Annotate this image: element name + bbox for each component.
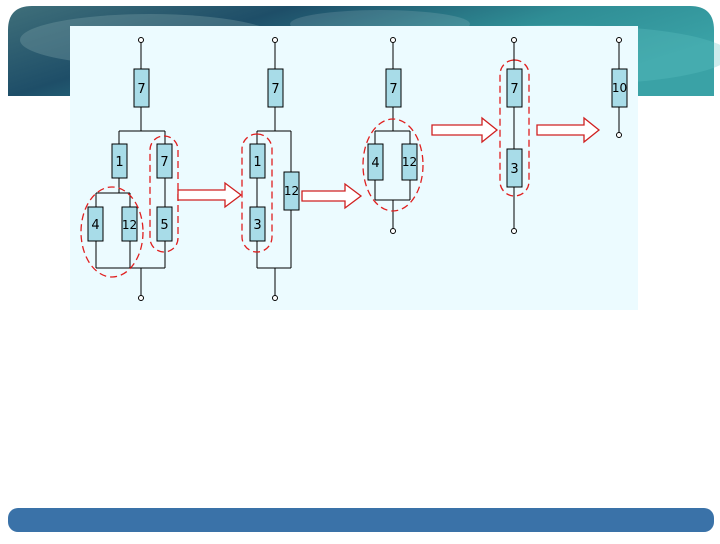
resistor-s1-bottom-left-b: 12	[121, 206, 138, 242]
resistor-s3-left: 4	[367, 143, 384, 181]
terminal-node	[511, 228, 517, 234]
diagram-panel	[70, 26, 638, 310]
resistor-label: 12	[402, 155, 417, 169]
resistor-label: 3	[253, 218, 261, 233]
resistor-s5-result: 10	[611, 68, 628, 108]
resistor-s1-mid-left: 1	[111, 143, 128, 179]
highlight-ellipse	[362, 118, 424, 212]
resistor-s3-top: 7	[385, 68, 402, 108]
resistor-label: 7	[389, 82, 397, 97]
resistor-label: 3	[510, 162, 518, 177]
resistor-label: 12	[284, 184, 299, 198]
highlight-ellipse	[499, 59, 530, 197]
resistor-label: 4	[91, 218, 99, 233]
terminal-node	[511, 37, 517, 43]
resistor-label: 7	[160, 155, 168, 170]
resistor-s3-right: 12	[401, 143, 418, 181]
resistor-label: 7	[137, 82, 145, 97]
terminal-node	[616, 37, 622, 43]
highlight-ellipse	[149, 135, 179, 253]
resistor-s1-bottom-right: 5	[156, 206, 173, 242]
arrow-icon	[301, 182, 363, 210]
resistor-label: 10	[612, 81, 627, 95]
resistor-label: 5	[160, 218, 168, 233]
resistor-s2-top: 7	[267, 68, 284, 108]
arrow-icon	[536, 116, 601, 144]
terminal-node	[138, 295, 144, 301]
terminal-node	[616, 132, 622, 138]
terminal-node	[138, 37, 144, 43]
stage-2-circuit	[256, 41, 292, 296]
terminal-node	[272, 295, 278, 301]
highlight-ellipse	[80, 186, 144, 278]
resistor-s1-top: 7	[133, 68, 150, 108]
resistor-s2-right: 12	[283, 171, 300, 211]
resistor-s4-bottom: 3	[506, 148, 523, 188]
terminal-node	[390, 228, 396, 234]
resistor-s2-left-top: 1	[249, 143, 266, 179]
terminal-node	[390, 37, 396, 43]
resistor-s2-left-bottom: 3	[249, 206, 266, 242]
footer-bar	[8, 508, 714, 532]
resistor-label: 4	[371, 156, 379, 171]
resistor-label: 1	[115, 155, 123, 170]
resistor-label: 12	[122, 218, 137, 232]
resistor-s1-bottom-left-a: 4	[87, 206, 104, 242]
stage-3-circuit	[374, 41, 411, 229]
resistor-label: 7	[510, 82, 518, 97]
resistor-label: 7	[271, 82, 279, 97]
arrow-icon	[431, 116, 499, 144]
terminal-node	[272, 37, 278, 43]
resistor-s1-mid-right: 7	[156, 143, 173, 179]
arrow-icon	[177, 181, 243, 209]
resistor-s4-top: 7	[506, 68, 523, 108]
highlight-ellipse	[241, 133, 273, 253]
resistor-label: 1	[253, 155, 261, 170]
